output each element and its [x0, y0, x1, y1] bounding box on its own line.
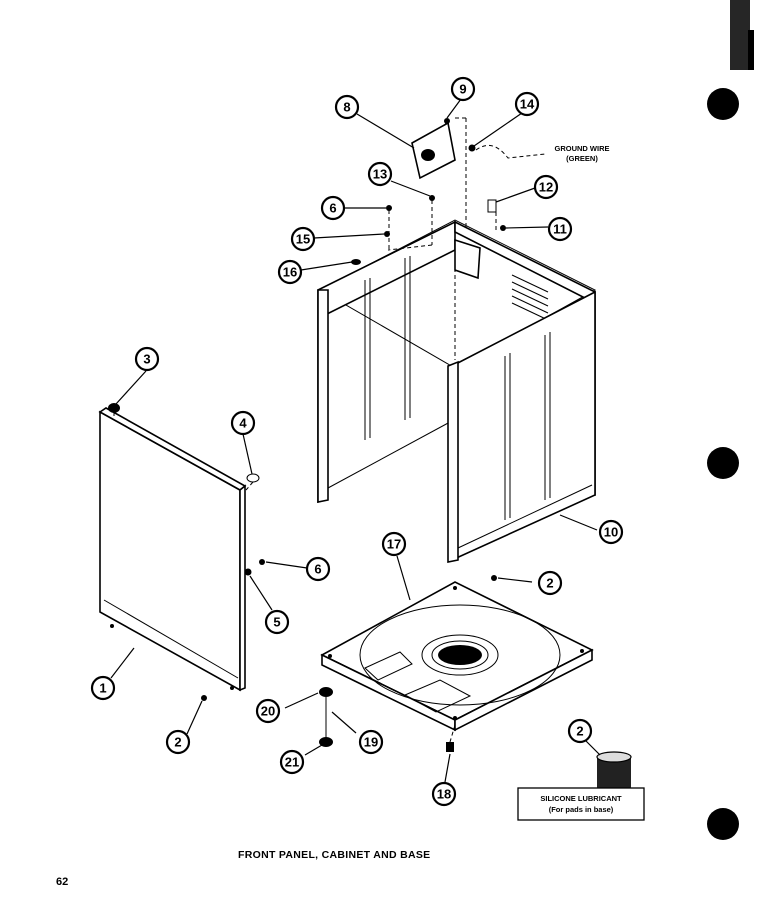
- callouts: 8 9 14 13 6 15 16 12 11 3 4 6 5 1 2 2 10…: [90, 76, 624, 807]
- svg-text:1: 1: [99, 681, 106, 696]
- svg-text:4: 4: [239, 416, 247, 431]
- callout-17: 18: [431, 781, 457, 807]
- scan-artifacts: [707, 0, 754, 840]
- switch-bracket: [411, 121, 456, 180]
- svg-text:12: 12: [539, 180, 553, 195]
- svg-text:11: 11: [553, 222, 567, 237]
- leader-lines: [110, 98, 601, 783]
- callout-2-mid: 2: [537, 570, 563, 596]
- callout-6-mid: 6: [305, 556, 331, 582]
- callout-2-left: 2: [165, 729, 191, 755]
- svg-text:2: 2: [576, 724, 583, 739]
- callout-14: 15: [290, 226, 316, 252]
- silicone-lubricant-label: SILICONE LUBRICANT (For pads in base): [517, 787, 645, 821]
- callout-7: 8: [334, 94, 360, 120]
- binder-hole-top: [707, 88, 739, 120]
- callout-13: 14: [514, 91, 540, 117]
- svg-text:21: 21: [285, 755, 299, 770]
- callout-11: 12: [533, 174, 559, 200]
- svg-text:SILICONE LUBRICANT: SILICONE LUBRICANT: [540, 794, 622, 803]
- small-parts: [108, 118, 632, 792]
- svg-text:(GREEN): (GREEN): [566, 154, 598, 163]
- svg-text:14: 14: [520, 97, 535, 112]
- svg-text:2: 2: [174, 735, 181, 750]
- svg-text:15: 15: [296, 232, 310, 247]
- svg-text:18: 18: [437, 787, 451, 802]
- page-number: 62: [56, 876, 69, 888]
- callout-9: 10: [598, 519, 624, 545]
- silicone-can: [596, 751, 632, 792]
- callout-20: 21: [279, 749, 305, 775]
- svg-text:GROUND WIRE: GROUND WIRE: [555, 144, 610, 153]
- svg-text:5: 5: [273, 615, 280, 630]
- svg-text:6: 6: [314, 562, 321, 577]
- callout-18: 19: [358, 729, 384, 755]
- front-panel: [98, 407, 247, 692]
- svg-text:17: 17: [387, 537, 401, 552]
- callout-12: 13: [367, 161, 393, 187]
- svg-text:8: 8: [343, 100, 350, 115]
- callout-4: 4: [230, 410, 256, 436]
- callout-3: 3: [134, 346, 160, 372]
- svg-text:9: 9: [459, 82, 466, 97]
- ground-wire-note: GROUND WIRE (GREEN): [555, 144, 610, 163]
- svg-text:13: 13: [373, 167, 387, 182]
- base: [320, 581, 594, 732]
- callout-8: 9: [450, 76, 476, 102]
- svg-text:3: 3: [143, 352, 150, 367]
- callout-6-top: 6: [320, 195, 346, 221]
- svg-text:20: 20: [261, 704, 275, 719]
- svg-text:16: 16: [283, 265, 297, 280]
- callout-1: 1: [90, 675, 116, 701]
- callout-15: 16: [277, 259, 303, 285]
- binder-hole-bottom: [707, 808, 739, 840]
- cabinet: [317, 219, 597, 563]
- binder-hole-middle: [707, 447, 739, 479]
- svg-text:10: 10: [604, 525, 618, 540]
- svg-text:(For pads in base): (For pads in base): [549, 805, 614, 814]
- callout-21: 2: [567, 718, 593, 744]
- assembly-lines: [113, 117, 497, 743]
- svg-text:2: 2: [546, 576, 553, 591]
- callout-16: 17: [381, 531, 407, 557]
- diagram-title: FRONT PANEL, CABINET AND BASE: [238, 849, 431, 861]
- callout-5: 5: [264, 609, 290, 635]
- svg-text:19: 19: [364, 735, 378, 750]
- callout-10: 11: [547, 216, 573, 242]
- svg-text:6: 6: [329, 201, 336, 216]
- callout-19: 20: [255, 698, 281, 724]
